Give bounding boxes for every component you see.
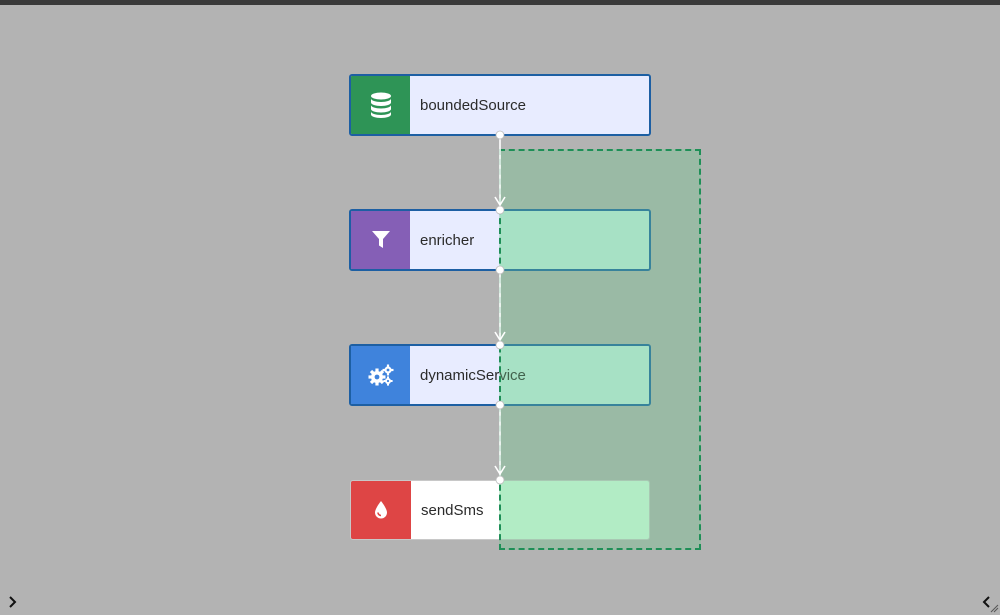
node-label: sendSms [411, 481, 649, 539]
top-bar [0, 0, 1000, 5]
node-bounded-source[interactable]: boundedSource [349, 74, 651, 136]
node-label: dynamicService [410, 346, 649, 404]
node-label: boundedSource [410, 76, 649, 134]
node-icon-box [351, 346, 410, 404]
drop-icon [375, 501, 387, 519]
chevron-right-icon [9, 596, 17, 608]
node-label: enricher [410, 211, 649, 269]
edge-arrowhead [494, 465, 506, 476]
right-panel-toggle[interactable] [977, 592, 997, 612]
resize-grip-icon[interactable] [990, 604, 999, 613]
node-dynamic-service[interactable]: dynamicService [349, 344, 651, 406]
node-icon-box [351, 76, 410, 134]
database-icon [370, 92, 391, 118]
node-enricher[interactable]: enricher [349, 209, 651, 271]
gears-icon [368, 364, 393, 386]
edge-arrowhead [494, 196, 506, 207]
left-panel-toggle[interactable] [2, 592, 22, 612]
chevron-left-icon [982, 596, 990, 608]
filter-icon [371, 231, 390, 248]
edge-arrowhead [494, 331, 506, 342]
node-icon-box [351, 481, 411, 539]
node-send-sms[interactable]: sendSms [350, 480, 650, 540]
node-icon-box [351, 211, 410, 269]
